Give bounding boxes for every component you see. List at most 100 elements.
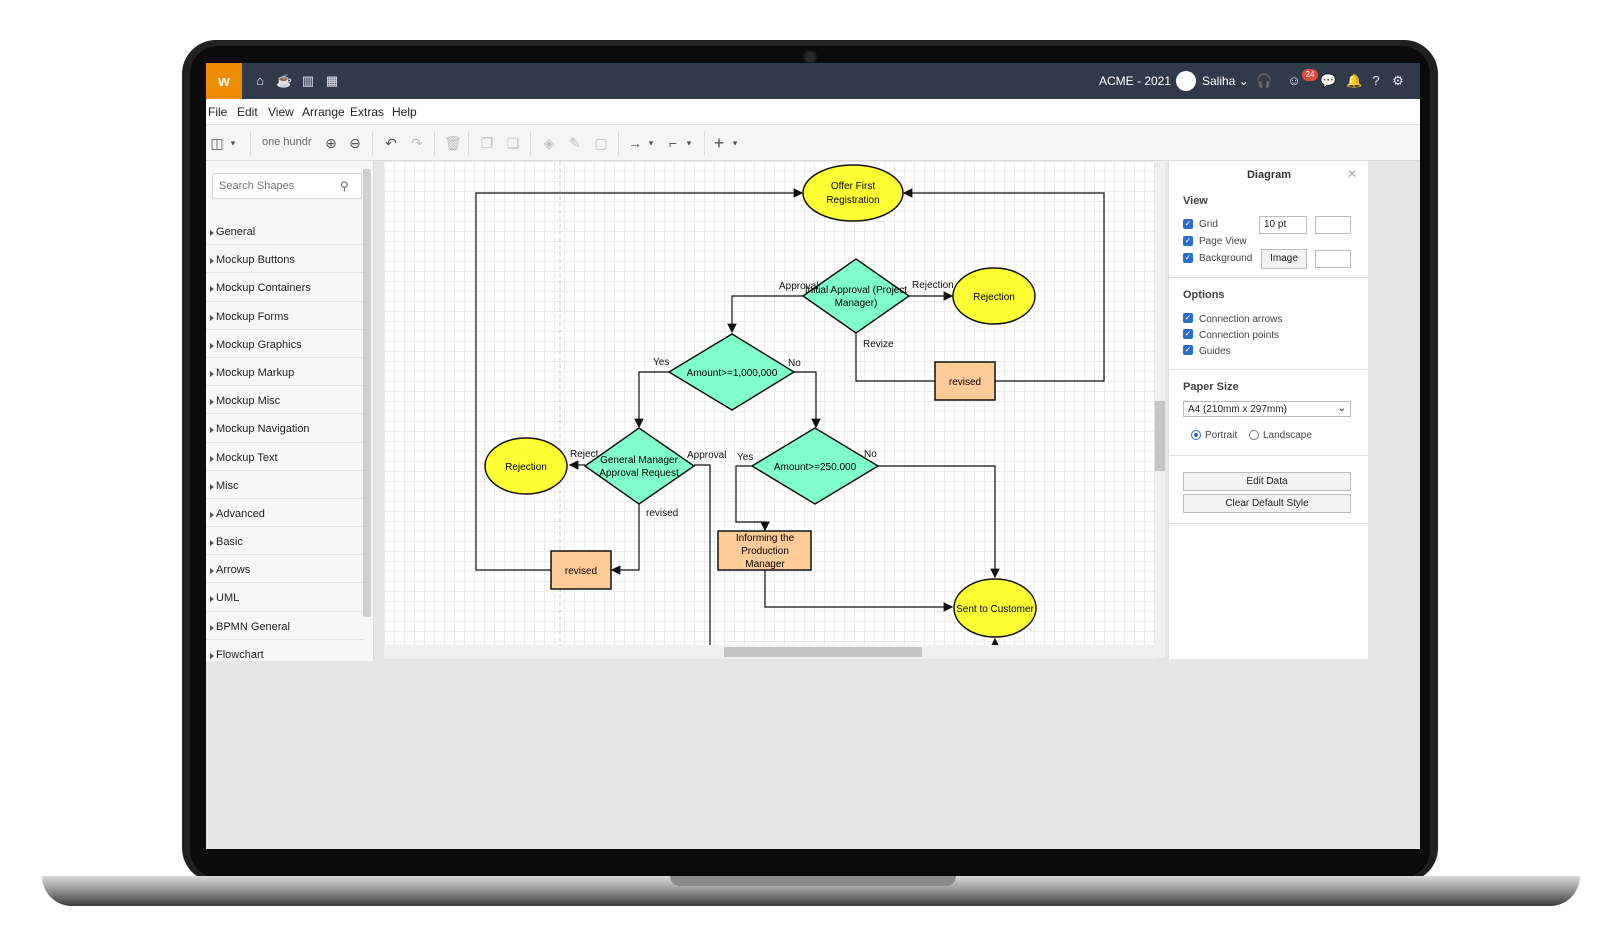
connection-arrows-checkbox[interactable]: ✓	[1183, 313, 1193, 323]
bell-icon[interactable]: 🔔	[1346, 73, 1363, 88]
avatar[interactable]	[1176, 71, 1196, 91]
menu-edit[interactable]: Edit	[237, 105, 258, 119]
calendar-icon[interactable]: ▦	[325, 73, 339, 88]
headset-icon[interactable]: 🎧	[1256, 73, 1273, 88]
guides-checkbox[interactable]: ✓	[1183, 345, 1193, 355]
redo-icon[interactable]: ↷	[411, 135, 423, 151]
chevron-down-icon[interactable]: ▾	[230, 138, 236, 148]
smiley-icon[interactable]: ☺	[1287, 73, 1301, 88]
empty-workspace	[206, 661, 1420, 849]
connection-arrows-label: Connection arrows	[1199, 314, 1283, 325]
clear-default-style-button[interactable]: Clear Default Style	[1183, 494, 1351, 513]
page-view-checkbox[interactable]: ✓	[1183, 236, 1193, 246]
undo-icon[interactable]: ↶	[385, 135, 397, 151]
grid-label: Grid	[1199, 219, 1218, 230]
landscape-radio[interactable]	[1249, 430, 1259, 440]
edge-label-approval-gm: Approval	[687, 450, 726, 461]
edge-label-rejection: Rejection	[912, 280, 954, 291]
fill-color-icon[interactable]: ◈	[543, 135, 555, 151]
sidebar-scrollbar[interactable]	[363, 169, 371, 617]
diagram-canvas[interactable]: Offer First Registration Initial Approva…	[384, 161, 1154, 645]
close-icon[interactable]: ✕	[1347, 167, 1358, 181]
edit-data-button[interactable]: Edit Data	[1183, 472, 1351, 491]
zoom-out-icon[interactable]: ⊖	[349, 135, 361, 151]
paper-size-select[interactable]: A4 (210mm x 297mm) ⌄	[1183, 401, 1351, 417]
divider	[1169, 369, 1369, 370]
separator	[468, 131, 469, 155]
background-color-button[interactable]	[1315, 250, 1351, 268]
background-checkbox[interactable]: ✓	[1183, 253, 1193, 263]
menu-extras[interactable]: Extras	[350, 105, 385, 119]
shape-category-uml[interactable]: UML	[206, 583, 364, 612]
node-informing-line2: Production	[741, 546, 789, 557]
shape-category-mockup-graphics[interactable]: Mockup Graphics	[206, 330, 364, 358]
search-icon[interactable]: ⚲	[340, 179, 349, 193]
shape-category-arrows[interactable]: Arrows	[206, 555, 364, 584]
canvas-vertical-scroll-thumb[interactable]	[1155, 401, 1165, 471]
zoom-value[interactable]: one hundr	[262, 136, 312, 148]
gear-icon[interactable]: ⚙	[1392, 73, 1404, 88]
shape-category-mockup-markup[interactable]: Mockup Markup	[206, 358, 364, 387]
connection-icon[interactable]: →	[628, 135, 642, 151]
divider	[1169, 523, 1369, 524]
portrait-radio[interactable]	[1191, 430, 1201, 440]
edge-label-revize: Revize	[863, 339, 894, 350]
node-sent: Sent to Customer	[953, 578, 1037, 638]
line-color-icon[interactable]: ✎	[569, 135, 581, 151]
shape-category-misc[interactable]: Misc	[206, 471, 364, 499]
grid-size-input[interactable]: 10 pt	[1259, 216, 1307, 234]
menu-arrange[interactable]: Arrange	[302, 105, 345, 119]
background-image-button[interactable]: Image	[1261, 249, 1307, 269]
grid-color-button[interactable]	[1315, 216, 1351, 234]
search-input[interactable]	[212, 173, 362, 199]
edge-label-yes: Yes	[653, 357, 669, 368]
options-section-title: Options	[1183, 289, 1225, 301]
org-name[interactable]: ACME - 2021	[1099, 74, 1172, 88]
shape-category-mockup-forms[interactable]: Mockup Forms	[206, 302, 364, 330]
page-view-label: Page View	[1199, 236, 1247, 247]
waypoints-icon[interactable]: ⌐	[668, 135, 678, 151]
help-icon[interactable]: ?	[1372, 73, 1380, 88]
insert-plus-icon[interactable]: +	[713, 133, 725, 153]
chat-icon[interactable]: 💬	[1320, 73, 1337, 88]
background-label: Background	[1199, 253, 1253, 264]
flowchart: Offer First Registration Initial Approva…	[475, 161, 1105, 645]
connection-points-checkbox[interactable]: ✓	[1183, 329, 1193, 339]
shape-category-mockup-buttons[interactable]: Mockup Buttons	[206, 245, 364, 274]
chart-icon[interactable]: ▥	[301, 73, 315, 88]
node-rejection1-label: Rejection	[973, 292, 1015, 303]
shape-category-mockup-navigation[interactable]: Mockup Navigation	[206, 414, 364, 443]
shape-category-general[interactable]: General	[206, 217, 364, 246]
edge-label-yes-250: Yes	[737, 452, 753, 463]
shape-category-mockup-text[interactable]: Mockup Text	[206, 443, 364, 471]
toolbar: ◫ ▾ one hundr ⊕ ⊖ ↶ ↷ 🗑 ❐ ❏ ◈ ✎ ▢ → ▾ ⌐ …	[206, 125, 1420, 161]
grid-checkbox[interactable]: ✓	[1183, 219, 1193, 229]
shape-category-bpmn-general[interactable]: BPMN General	[206, 612, 364, 640]
to-front-icon[interactable]: ❐	[480, 135, 494, 151]
home-icon[interactable]: ⌂	[256, 73, 264, 88]
canvas-horizontal-scroll-thumb[interactable]	[724, 647, 922, 657]
coffee-icon[interactable]: ☕	[276, 73, 293, 88]
shape-category-basic[interactable]: Basic	[206, 527, 364, 556]
zoom-in-icon[interactable]: ⊕	[325, 135, 337, 151]
camera-icon	[803, 50, 817, 64]
separator	[372, 131, 373, 155]
shadow-icon[interactable]: ▢	[594, 135, 608, 151]
shape-category-mockup-containers[interactable]: Mockup Containers	[206, 273, 364, 302]
menu-file[interactable]: File	[208, 105, 228, 119]
menu-view[interactable]: View	[268, 105, 294, 119]
shape-category-advanced[interactable]: Advanced	[206, 499, 364, 528]
chevron-down-icon[interactable]: ▾	[732, 138, 738, 148]
user-menu[interactable]: Saliha ⌄	[1202, 74, 1249, 88]
chevron-down-icon[interactable]: ▾	[686, 138, 692, 148]
top-bar: w ⌂ ☕ ▥ ▦ ACME - 2021 Saliha ⌄ 🎧 ☺ 24 💬 …	[206, 63, 1420, 99]
menu-help[interactable]: Help	[392, 105, 417, 119]
notification-badge: 24	[1302, 69, 1318, 81]
format-panel-icon[interactable]: ◫	[210, 135, 224, 151]
chevron-down-icon[interactable]: ▾	[648, 138, 654, 148]
app-logo[interactable]: w	[206, 63, 242, 99]
node-informing-line3: Manager	[745, 559, 785, 570]
delete-icon[interactable]: 🗑	[444, 135, 462, 151]
to-back-icon[interactable]: ❏	[506, 135, 520, 151]
shape-category-mockup-misc[interactable]: Mockup Misc	[206, 386, 364, 415]
